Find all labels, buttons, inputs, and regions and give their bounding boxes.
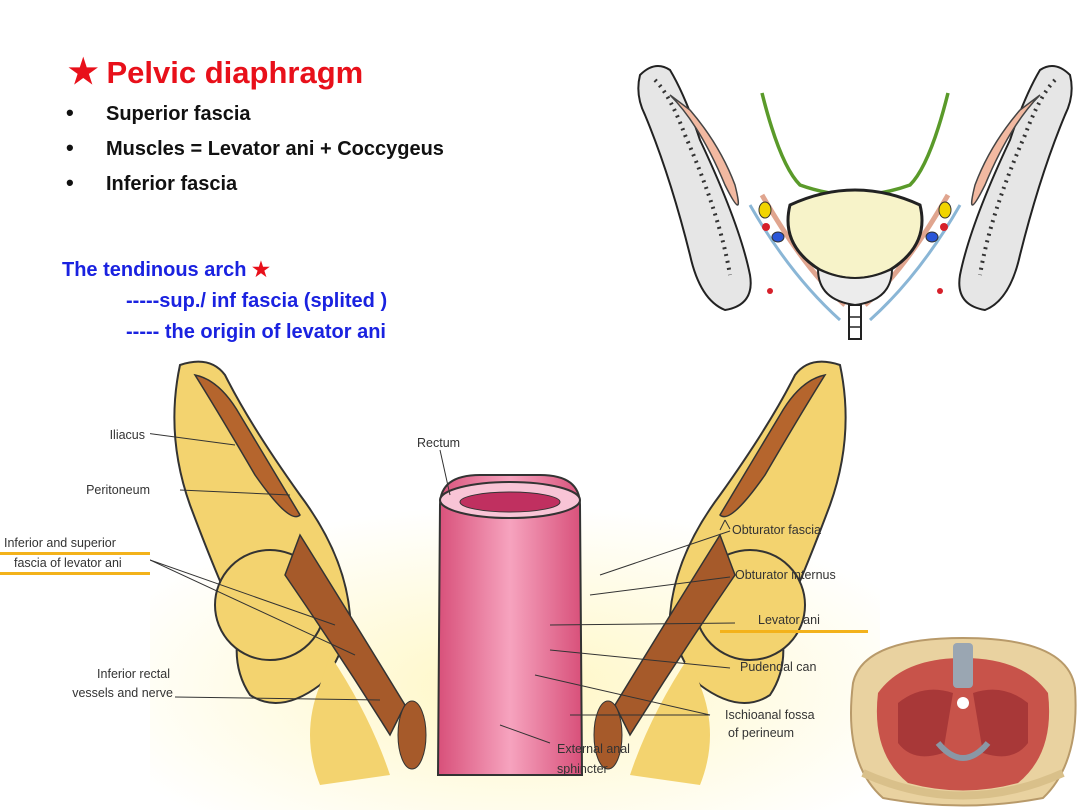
bullet-dot-icon: • (66, 100, 74, 125)
bullet-item: •Superior fascia (66, 98, 444, 133)
bullet-dot-icon: • (66, 135, 74, 160)
star-icon: ★ (68, 53, 99, 91)
label-external-anal-line1: External anal (557, 742, 630, 756)
arch-note-line: ----- the origin of levator ani (126, 321, 386, 343)
label-pudendal-canal: Pudendal can (740, 660, 817, 674)
label-obturator-internus: Obturator internus (735, 568, 836, 582)
label-peritoneum: Peritoneum (86, 483, 150, 497)
pelvic-floor-diagram (150, 360, 880, 810)
label-inferior-rectal-line2: vessels and nerve (72, 686, 173, 700)
star-icon: ★ (252, 259, 270, 281)
bullet-list: •Superior fascia •Muscles = Levator ani … (66, 98, 444, 203)
label-ischioanal-line1: Ischioanal fossa (725, 708, 815, 722)
label-iliacus: Iliacus (109, 428, 145, 442)
label-external-anal-line2: sphincter (557, 762, 608, 776)
highlight-underline (0, 552, 150, 555)
arch-note-line: -----sup./ inf fascia (splited ) (126, 290, 388, 312)
label-rectum: Rectum (417, 436, 461, 450)
bullet-item: •Muscles = Levator ani + Coccygeus (66, 133, 444, 168)
label-levator-ani: Levator ani (758, 613, 820, 627)
label-inferior-rectal-line1: Inferior rectal (97, 667, 170, 681)
slide-title-text: Pelvic diaphragm (106, 55, 364, 90)
label-inf-sup-fascia-line1: Inferior and superior (4, 536, 116, 550)
slide-title: ★Pelvic diaphragm (68, 52, 363, 92)
label-ischioanal-line2: of perineum (728, 726, 795, 740)
arch-note-heading: The tendinous arch ★ (62, 259, 270, 281)
highlight-underline (0, 572, 150, 575)
pelvis-schematic-diagram (637, 65, 1073, 340)
label-inf-sup-fascia-line2: fascia of levator ani (14, 556, 122, 570)
pelvic-floor-illustration (850, 636, 1077, 807)
bullet-item: •Inferior fascia (66, 168, 444, 203)
bullet-dot-icon: • (66, 170, 74, 195)
highlight-underline (720, 630, 868, 633)
label-obturator-fascia: Obturator fascia (732, 523, 821, 537)
